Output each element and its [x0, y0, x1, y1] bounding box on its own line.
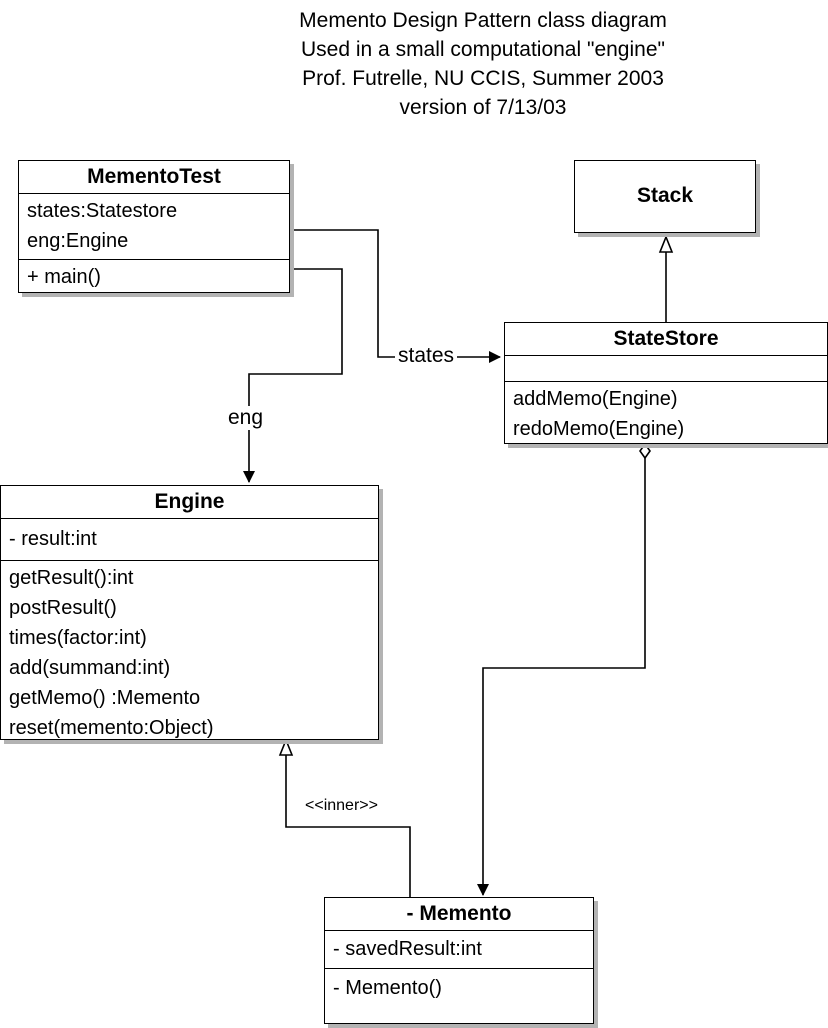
class-name: Engine	[154, 490, 225, 513]
title-line-3: Prof. Futrelle, NU CCIS, Summer 2003	[302, 67, 664, 90]
states-association-line	[290, 229, 501, 363]
class-memento[interactable]: - Memento - savedResult:int - Memento()	[324, 897, 594, 1024]
operation: postResult()	[9, 597, 117, 619]
class-stack[interactable]: Stack	[574, 160, 756, 233]
attribute: - result:int	[9, 528, 97, 550]
title-line-1: Memento Design Pattern class diagram	[299, 9, 667, 32]
attributes-section: states:Statestore eng:Engine	[19, 193, 289, 259]
inner-triangle-icon	[278, 737, 294, 756]
operation: + main()	[27, 266, 101, 288]
operation: redoMemo(Engine)	[513, 418, 685, 440]
class-name: StateStore	[613, 327, 719, 350]
class-name: - Memento	[406, 902, 512, 925]
aggregation-diamond-icon	[639, 442, 651, 460]
attributes-section: - result:int	[1, 518, 378, 560]
operations-section: - Memento()	[325, 968, 593, 1005]
operation: times(factor:int)	[9, 627, 147, 649]
title-line-4: version of 7/13/03	[399, 96, 567, 119]
generalization-triangle-icon	[658, 234, 674, 253]
attribute: - savedResult:int	[333, 938, 482, 960]
inner-stereotype-label: <<inner>>	[303, 797, 380, 815]
operation: addMemo(Engine)	[513, 388, 678, 410]
operation: getMemo() :Memento	[9, 687, 201, 709]
class-name: MementoTest	[87, 165, 221, 188]
attribute: eng:Engine	[27, 230, 129, 252]
class-name: Stack	[636, 184, 694, 207]
eng-relation-label: eng	[226, 406, 266, 430]
inner-relation-line	[285, 755, 411, 897]
diagram-title: Memento Design Pattern class diagram Use…	[200, 6, 766, 122]
attributes-section: - savedResult:int	[325, 930, 593, 968]
class-engine[interactable]: Engine - result:int getResult():int post…	[0, 485, 379, 740]
eng-association-line	[243, 268, 343, 483]
attribute: states:Statestore	[27, 200, 178, 222]
operation: getResult():int	[9, 567, 134, 589]
operations-section: + main()	[19, 259, 289, 294]
aggregation-line	[477, 458, 646, 896]
class-memento-test[interactable]: MementoTest states:Statestore eng:Engine…	[18, 160, 290, 293]
title-line-2: Used in a small computational "engine"	[301, 38, 665, 61]
operations-section: addMemo(Engine) redoMemo(Engine)	[505, 381, 827, 446]
operations-section: getResult():int postResult() times(facto…	[1, 560, 378, 745]
operation: add(summand:int)	[9, 657, 171, 679]
class-state-store[interactable]: StateStore addMemo(Engine) redoMemo(Engi…	[504, 322, 828, 444]
states-relation-label: states	[395, 344, 458, 368]
operation: reset(memento:Object)	[9, 717, 214, 739]
operation: - Memento()	[333, 977, 442, 999]
attributes-section	[505, 355, 827, 381]
